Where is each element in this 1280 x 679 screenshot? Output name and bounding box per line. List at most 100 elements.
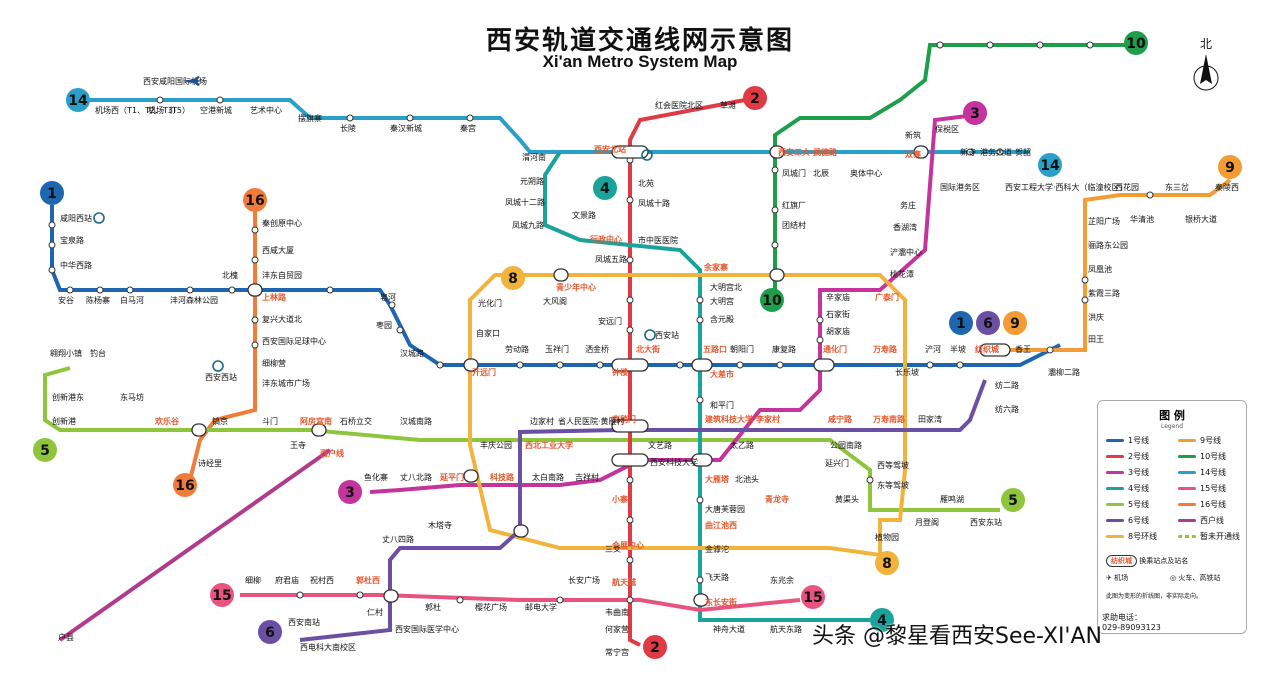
- badge-8-north: 8: [508, 271, 518, 287]
- label-shanglinlu: 上林路: [262, 292, 287, 302]
- badge-4-north: 4: [600, 181, 610, 197]
- label-aoti: 奥体中心: [850, 168, 882, 178]
- badge-10-north: 10: [1126, 36, 1146, 52]
- legend-line-name: 2号线: [1128, 451, 1149, 462]
- label-weiqunan: 韦曲南: [605, 607, 629, 617]
- credit-watermark: 头条 @黎星看西安See-XI'AN: [812, 618, 1102, 650]
- label-hangtiandong: 航天东路: [770, 624, 802, 634]
- badge-8-south: 8: [882, 556, 892, 572]
- label-fengqing: 丰庆公园: [480, 440, 512, 450]
- label-xian-west: 西安西站: [205, 372, 237, 382]
- legend-line-8: 8号环线: [1106, 531, 1157, 542]
- legend-airport-row: ✈ 机场: [1106, 573, 1128, 583]
- label-tianwang: 田王: [1088, 335, 1104, 344]
- legend-line-4: 4号线: [1106, 483, 1149, 494]
- label-afanggong: 阿房宫南: [300, 416, 332, 426]
- label-dongsancha: 东三岔: [1165, 182, 1189, 192]
- label-football: 西安国际足球中心: [262, 336, 326, 346]
- label-kejilu: 科技路: [490, 472, 515, 482]
- label-honghui: 红会医院北区: [655, 100, 703, 110]
- legend-line-name: 3号线: [1128, 467, 1149, 478]
- line-3: [370, 115, 975, 492]
- badge-1-east: 1: [956, 316, 966, 332]
- label-shiqiao: 石桥立交: [340, 416, 372, 426]
- label-yanxingmen: 延兴门: [825, 458, 849, 468]
- label-mutasi: 木塔寺: [428, 520, 452, 530]
- label-shijiajie: 石家街: [826, 309, 850, 319]
- legend-panel: 图 例 Legend 1号线2号线3号线4号线5号线6号线8号环线9号线10号线…: [1097, 400, 1247, 634]
- label-sajinqiao: 洒金桥: [585, 344, 609, 354]
- label-baiqizhai: 摆旗寨: [298, 113, 322, 123]
- label-keji-lijiacun: 建筑科技大学·李家村: [704, 414, 780, 424]
- label-guoduxi: 郭杜西: [356, 575, 380, 585]
- label-hanyuandian: 含元殿: [710, 314, 734, 324]
- badge-6-east: 6: [983, 316, 993, 332]
- label-hujiamiao: 胡家庙: [826, 326, 850, 336]
- label-xihu-line: 西户线: [320, 448, 344, 458]
- label-gangwudadao: 港务大道: [980, 147, 1012, 157]
- label-wuzhuang: 务庄: [900, 200, 916, 210]
- label-qingshaonian: 青少年中心: [556, 282, 596, 292]
- label-heshao: 贺韶: [1015, 147, 1031, 157]
- badge-9-east: 9: [1225, 160, 1235, 176]
- label-rencun: 仁村: [367, 607, 383, 617]
- label-zijiakou: 自家口: [476, 328, 500, 338]
- legend-line-15: 15号线: [1178, 483, 1226, 494]
- label-xinzhu: 新筑: [905, 130, 921, 140]
- label-xian-north: 西安北站: [594, 144, 626, 154]
- legend-line-name: 9号线: [1200, 435, 1221, 446]
- label-chenyangzhai: 陈杨寨: [86, 295, 110, 305]
- legend-line-name: 8号环线: [1128, 531, 1157, 542]
- label-fengcheng9: 凤城九路: [512, 220, 544, 230]
- label-feitian: 飞天路: [705, 572, 729, 582]
- badge-1-west: 1: [47, 186, 57, 202]
- legend-line-name: 6号线: [1128, 515, 1149, 526]
- label-xidengjiapo: 西等驾坡: [877, 460, 909, 470]
- label-hongqichang: 红旗厂: [782, 200, 806, 210]
- label-zhiwuyuan: 植物园: [875, 532, 899, 542]
- legend-line-2: 2号线: [1106, 451, 1149, 462]
- legend-swatch: [1106, 455, 1124, 458]
- badge-9-start: 9: [1010, 316, 1020, 332]
- label-jinhutuo: 金滹沱: [705, 544, 729, 554]
- label-fenghe: 沣河森林公园: [170, 295, 218, 305]
- label-huangqutou: 黄渠头: [835, 494, 859, 504]
- badge-6-south: 6: [265, 625, 275, 641]
- label-lidong-park: 骊路东公园: [1088, 240, 1128, 250]
- label-airport-t5: 机场（T5）: [148, 105, 190, 115]
- legend-note: 此图为变形的折线图，非实际走向。: [1106, 591, 1202, 600]
- badge-2-north: 2: [750, 91, 760, 107]
- label-jixiangcun: 吉祥村: [575, 472, 599, 482]
- label-doumen: 斗门: [262, 416, 278, 426]
- legend-line-10: 10号线: [1178, 451, 1226, 462]
- label-taiyilu: 太乙路: [730, 440, 754, 450]
- label-guanghuamen: 光化门: [478, 298, 502, 308]
- line-9: [1010, 180, 1230, 350]
- label-zhiyang: 芷阳广场: [1088, 216, 1120, 226]
- label-qujiangchixi: 曲江池西: [705, 520, 737, 530]
- legend-subtitle: Legend: [1098, 423, 1246, 430]
- label-wenjinglu: 文景路: [572, 210, 596, 220]
- compass-icon: 北: [1188, 36, 1224, 106]
- label-wanshoulu: 万寿路: [872, 344, 898, 354]
- label-dafengge: 大风阁: [543, 296, 567, 306]
- badge-2-south: 2: [650, 640, 660, 656]
- label-changanguangchang: 长安广场: [568, 575, 600, 585]
- label-zhonghua-west: 中华西路: [60, 260, 92, 270]
- label-xixiandasha: 西咸大厦: [262, 245, 294, 255]
- label-anyuanmen: 安远门: [598, 316, 622, 326]
- label-xiaozhai: 小寨: [611, 494, 628, 504]
- label-laodonglu: 劳动路: [505, 344, 529, 354]
- label-diaotai: 钓台: [90, 348, 106, 358]
- label-baoshuiqu: 保税区: [935, 124, 959, 134]
- legend-line-name: 10号线: [1200, 451, 1226, 462]
- label-beichitou: 北池头: [735, 474, 759, 484]
- label-weihenan: 渭河南: [522, 152, 546, 162]
- label-hepingmen: 和平门: [710, 400, 734, 410]
- legend-line-9: 9号线: [1178, 435, 1221, 446]
- label-zixia3: 紫霞三路: [1088, 288, 1120, 298]
- label-guojiyixue: 西安国际医学中心: [395, 624, 459, 634]
- label-fengcheng10: 凤城十路: [638, 198, 670, 208]
